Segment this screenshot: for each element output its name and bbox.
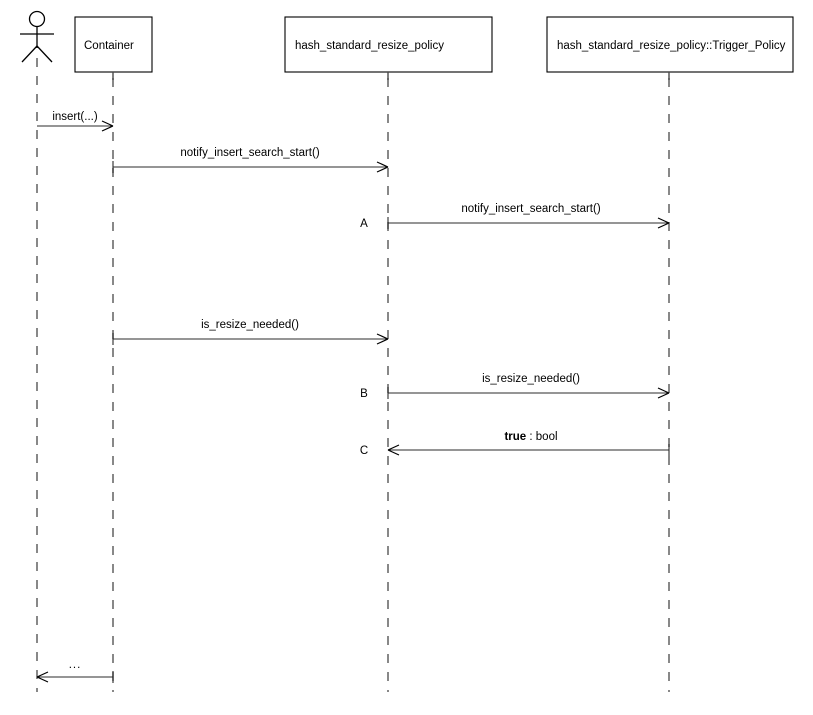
arrowhead-left-icon [36, 671, 49, 683]
actor-stick-figure-icon [20, 10, 54, 63]
return-type-text: : bool [526, 431, 557, 443]
message-is-resize-needed-1[interactable]: is_resize_needed() [112, 319, 389, 345]
arrowhead-right-icon [376, 333, 389, 345]
participant-label-policy: hash_standard_resize_policy [295, 40, 444, 52]
message-label-is-resize-needed-1: is_resize_needed() [201, 319, 299, 331]
participant-box-policy[interactable]: hash_standard_resize_policy [284, 16, 493, 73]
participant-label-trigger-policy: hash_standard_resize_policy::Trigger_Pol… [557, 40, 786, 52]
message-return-true-bool[interactable]: C true : bool [360, 431, 670, 457]
message-label-return-true-bool: true : bool [504, 431, 557, 443]
message-label-notify-insert-search-start-1: notify_insert_search_start() [180, 147, 320, 159]
message-notify-insert-search-start-1[interactable]: notify_insert_search_start() [112, 147, 389, 173]
arrowhead-left-icon [387, 444, 400, 456]
message-label-insert: insert(...) [52, 111, 98, 123]
arrowhead-right-icon [101, 120, 114, 132]
message-return-ellipsis[interactable]: ... [36, 659, 114, 683]
message-is-resize-needed-2[interactable]: B is_resize_needed() [360, 373, 670, 400]
sequence-label-b: B [360, 388, 368, 400]
arrowhead-right-icon [376, 161, 389, 173]
message-label-is-resize-needed-2: is_resize_needed() [482, 373, 580, 385]
message-insert[interactable]: insert(...) [37, 111, 114, 132]
arrowhead-right-icon [657, 387, 670, 399]
message-notify-insert-search-start-2[interactable]: A notify_insert_search_start() [360, 203, 670, 230]
participant-box-trigger-policy[interactable]: hash_standard_resize_policy::Trigger_Pol… [546, 16, 794, 73]
arrowhead-right-icon [657, 217, 670, 229]
sequence-label-a: A [360, 218, 368, 230]
sequence-label-c: C [360, 445, 368, 457]
message-label-notify-insert-search-start-2: notify_insert_search_start() [461, 203, 601, 215]
message-label-return-ellipsis: ... [69, 659, 82, 671]
return-value-text: true [504, 431, 526, 443]
participant-box-container[interactable]: Container [74, 16, 153, 73]
participant-label-container: Container [84, 40, 134, 52]
